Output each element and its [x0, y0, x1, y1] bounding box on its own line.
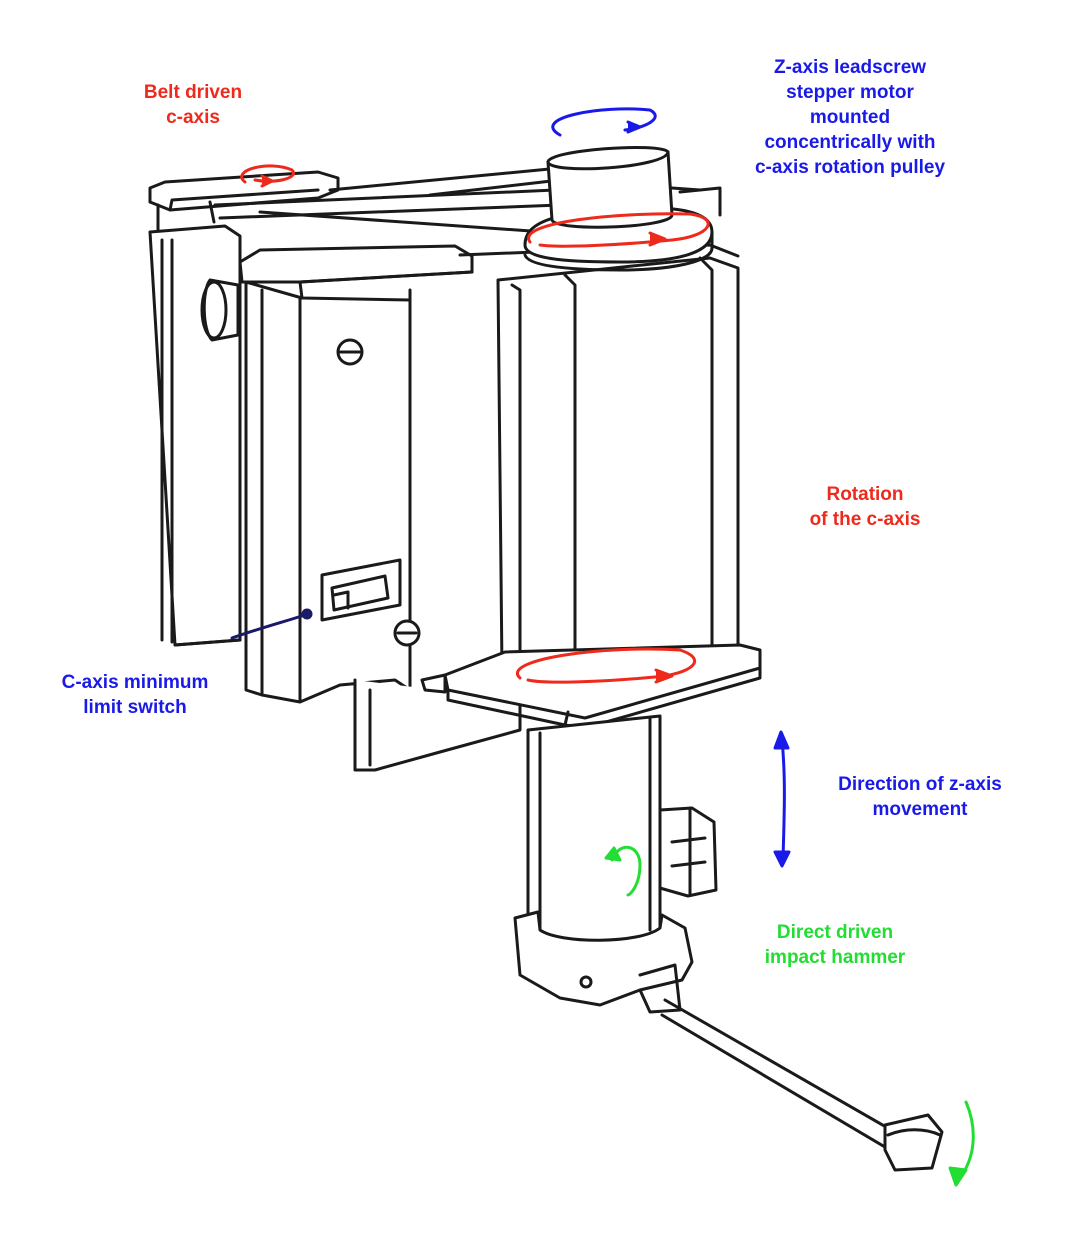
label-line: impact hammer [764, 947, 906, 968]
label-line: concentrically with [764, 132, 936, 153]
label-line: of the c-axis [809, 509, 921, 530]
label-line: mounted [809, 107, 891, 128]
side-knob [200, 278, 240, 342]
housing-cap [238, 244, 474, 300]
label-line: C-axis minimum [61, 672, 209, 693]
pulley-rotation-arrow [527, 212, 710, 248]
label-line: Belt driven [143, 82, 243, 103]
label-line: limit switch [83, 697, 187, 718]
label-line: Z-axis leadscrew [773, 57, 927, 78]
screw-bottom [393, 619, 421, 647]
hammer-swing-arrow [948, 1100, 975, 1187]
lower-base [353, 678, 522, 772]
label-z-axis-motor: Z-axis leadscrew stepper motor mounted c… [730, 55, 970, 180]
hammer-cylinder [526, 714, 662, 945]
label-limit-switch: C-axis minimum limit switch [30, 670, 240, 720]
main-column [458, 243, 740, 682]
hammer-arm [660, 998, 944, 1172]
z-motor-rotation-arrow [551, 107, 657, 137]
label-z-direction: Direction of z-axis movement [820, 772, 1020, 822]
label-line: Direct driven [776, 922, 894, 943]
label-impact-hammer: Direct driven impact hammer [735, 920, 935, 970]
label-line: Direction of z-axis [838, 774, 1002, 795]
screw-top [336, 338, 364, 366]
hammer-rotation-arrow [604, 846, 642, 897]
label-line: c-axis [166, 107, 220, 128]
label-line: Rotation [826, 484, 904, 505]
side-motor [658, 806, 718, 898]
label-line: c-axis rotation pulley [754, 157, 946, 178]
label-belt-driven-c-axis: Belt driven c-axis [118, 80, 268, 130]
motor-bracket [678, 186, 722, 217]
housing-front [244, 280, 412, 704]
belt-rotation-arrow [240, 164, 296, 188]
c-axis-rotation-arrow [516, 647, 696, 684]
label-line: movement [872, 799, 968, 820]
limit-switch-pointer [230, 608, 313, 640]
label-line: stepper motor [786, 82, 914, 103]
limit-switch [320, 558, 402, 622]
label-rotation-c-axis: Rotation of the c-axis [790, 482, 940, 532]
z-direction-arrow [773, 730, 791, 868]
